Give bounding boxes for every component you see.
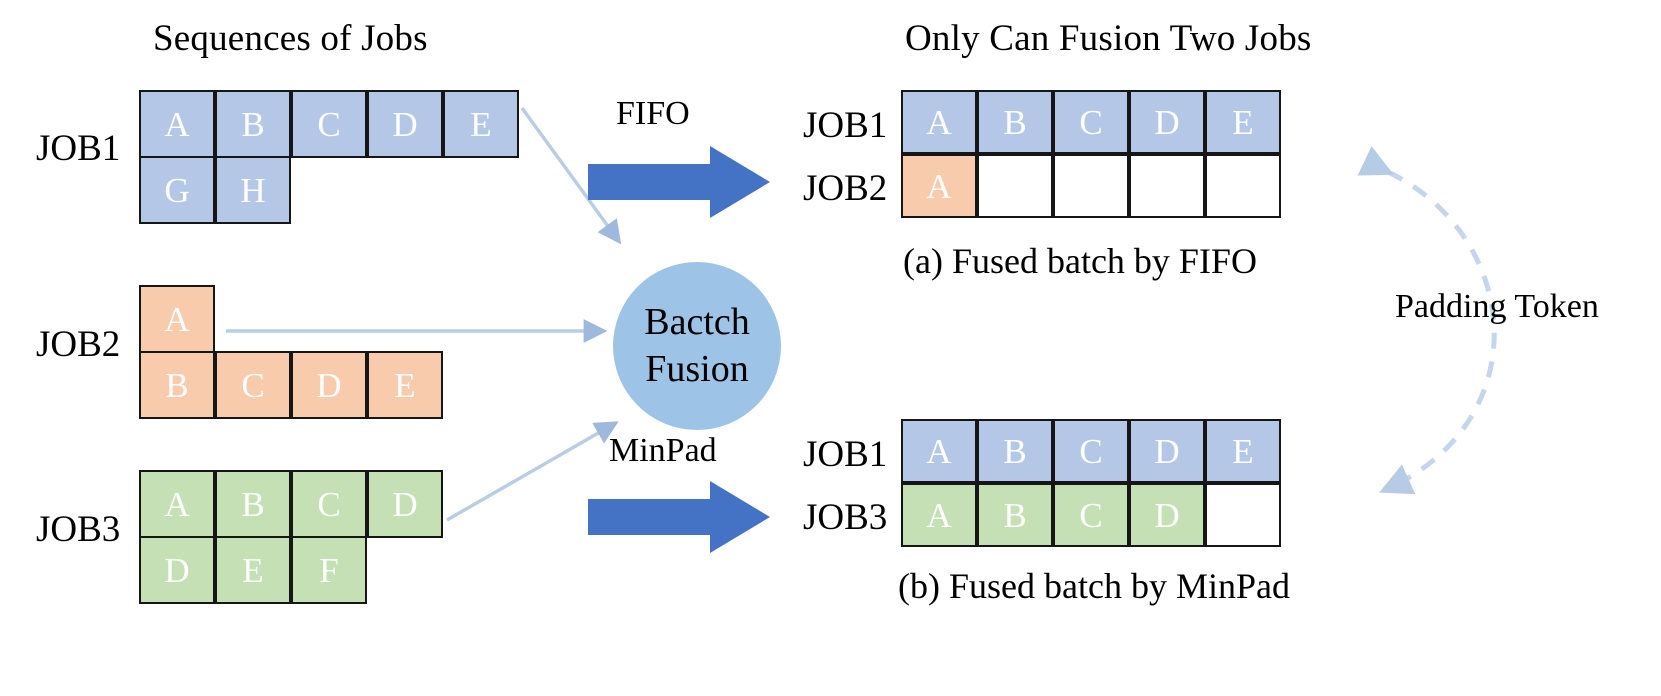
fused-a-cell-r0c3: D bbox=[1129, 90, 1205, 154]
fused-b-cell-r0c3: D bbox=[1129, 419, 1205, 483]
fused-a-cell-r0c2: C bbox=[1053, 90, 1129, 154]
job2-row-label: JOB2 bbox=[36, 324, 121, 365]
padding-token-label: Padding Token bbox=[1395, 288, 1599, 325]
job3-row-label: JOB3 bbox=[36, 509, 121, 550]
fused-b-cell-r0c0: A bbox=[901, 419, 977, 483]
job1-cell-r1c1: H bbox=[215, 156, 291, 224]
fused-a-row-label-job2: JOB2 bbox=[803, 168, 888, 209]
job3-cell-r0c0: A bbox=[139, 470, 215, 538]
job1-cell-r1c0: G bbox=[139, 156, 215, 224]
job2-cell-r1c3: E bbox=[367, 351, 443, 419]
fused-b-caption: (b) Fused batch by MinPad bbox=[898, 566, 1290, 606]
job1-row-label: JOB1 bbox=[36, 128, 121, 169]
fused-a-cell-r1c1-padding bbox=[977, 154, 1053, 218]
fused-b-cell-r1c1: B bbox=[977, 483, 1053, 547]
fused-a-cell-r1c2-padding bbox=[1053, 154, 1129, 218]
job3-cell-r1c2: F bbox=[291, 536, 367, 604]
fused-a-cell-r0c0: A bbox=[901, 90, 977, 154]
batch-fusion-hub: Bactch Fusion bbox=[613, 262, 781, 430]
job1-cell-r0c4: E bbox=[443, 90, 519, 158]
fused-b-row-label-job3: JOB3 bbox=[803, 497, 888, 538]
fused-a-cell-r0c1: B bbox=[977, 90, 1053, 154]
padding-token-curve bbox=[1357, 146, 1497, 495]
job3-cell-r1c1: E bbox=[215, 536, 291, 604]
hub-line-2: Fusion bbox=[645, 348, 749, 390]
fused-b-cell-r0c4: E bbox=[1205, 419, 1281, 483]
fused-a-cell-r1c3-padding bbox=[1129, 154, 1205, 218]
job3-cell-r1c0: D bbox=[139, 536, 215, 604]
fused-b-row-label-job1: JOB1 bbox=[803, 434, 888, 475]
job2-cell-r0c0: A bbox=[139, 285, 215, 353]
job1-cell-r0c0: A bbox=[139, 90, 215, 158]
fifo-block-arrow bbox=[588, 146, 770, 218]
job3-cell-r0c3: D bbox=[367, 470, 443, 538]
right-section-title: Only Can Fusion Two Jobs bbox=[905, 18, 1312, 59]
job2-cell-r1c0: B bbox=[139, 351, 215, 419]
job1-cell-r0c3: D bbox=[367, 90, 443, 158]
fused-b-cell-r0c2: C bbox=[1053, 419, 1129, 483]
job2-cell-r1c1: C bbox=[215, 351, 291, 419]
job1-cell-r0c2: C bbox=[291, 90, 367, 158]
fused-b-cell-r1c2: C bbox=[1053, 483, 1129, 547]
fused-b-cell-r1c0: A bbox=[901, 483, 977, 547]
left-section-title: Sequences of Jobs bbox=[153, 18, 428, 59]
fused-a-cell-r1c0: A bbox=[901, 154, 977, 218]
job3-cell-r0c2: C bbox=[291, 470, 367, 538]
fifo-label: FIFO bbox=[616, 95, 690, 132]
fused-b-cell-r1c4-padding bbox=[1205, 483, 1281, 547]
minpad-block-arrow bbox=[588, 481, 770, 553]
hub-line-1: Bactch bbox=[644, 300, 750, 343]
job2-cell-r1c2: D bbox=[291, 351, 367, 419]
job3-cell-r0c1: B bbox=[215, 470, 291, 538]
fused-a-cell-r1c4-padding bbox=[1205, 154, 1281, 218]
fused-a-row-label-job1: JOB1 bbox=[803, 105, 888, 146]
fused-b-cell-r1c3: D bbox=[1129, 483, 1205, 547]
job1-cell-r0c1: B bbox=[215, 90, 291, 158]
fused-a-cell-r0c4: E bbox=[1205, 90, 1281, 154]
minpad-label: MinPad bbox=[609, 432, 717, 469]
fused-b-cell-r0c1: B bbox=[977, 419, 1053, 483]
fused-a-caption: (a) Fused batch by FIFO bbox=[903, 241, 1257, 281]
